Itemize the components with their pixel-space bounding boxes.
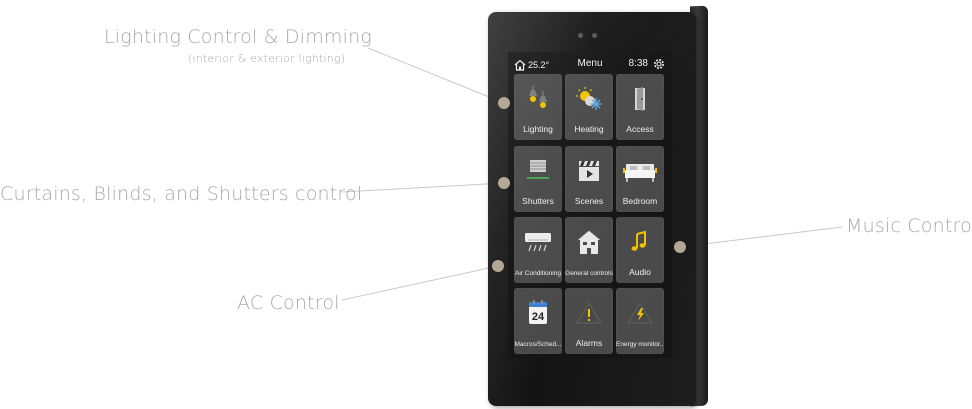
bed-icon: [623, 164, 657, 182]
annotation-dot-curtains: [498, 177, 510, 189]
label-lighting-sub: (interior & exterior lighting): [188, 52, 346, 65]
calendar-icon: 24: [529, 300, 547, 324]
tile-access[interactable]: Access: [616, 74, 664, 140]
tile-scenes[interactable]: Scenes: [565, 146, 613, 212]
tile-label: Bedroom: [622, 196, 658, 206]
house-icon: [576, 229, 602, 254]
label-lighting-control: Lighting Control & Dimming: [104, 26, 372, 48]
sun-snowflake-icon: [576, 87, 602, 110]
tile-heating[interactable]: Heating: [565, 74, 613, 140]
label-music-control: Music Control: [846, 215, 972, 237]
tile-label: General controls: [565, 270, 613, 277]
tile-label: Shutters: [522, 196, 554, 206]
tile-shutters[interactable]: Shutters: [514, 146, 562, 212]
screen-title: Menu: [577, 58, 603, 69]
tile-audio[interactable]: Audio: [616, 217, 664, 283]
temperature-readout: 25.2°: [528, 60, 550, 70]
tile-label: Air Conditioning: [515, 270, 561, 277]
status-bar: 25.2° Menu 8:38: [508, 52, 672, 78]
door-icon: [635, 87, 645, 111]
tile-label: Lighting: [523, 124, 553, 134]
tile-bedroom[interactable]: Bedroom: [616, 146, 664, 212]
tile-label: Energy monitor...: [616, 341, 664, 348]
annotation-dot-music: [674, 241, 686, 253]
tile-general-controls[interactable]: General controls: [565, 217, 613, 283]
annotation-dot-ac: [492, 260, 504, 272]
warning-icon: [575, 301, 603, 324]
connector-lighting: [367, 47, 505, 104]
music-note-icon: [631, 230, 646, 251]
tile-macros-schedules[interactable]: 24 Macros/Sched...: [514, 288, 562, 354]
calendar-day-number: 24: [532, 311, 545, 323]
annotation-dot-lighting: [498, 97, 510, 109]
home-icon[interactable]: [514, 59, 526, 71]
tile-air-conditioning[interactable]: Air Conditioning: [514, 217, 562, 283]
lightning-icon: [626, 301, 654, 324]
lightbulbs-icon: [529, 86, 547, 108]
tile-label: Access: [626, 124, 654, 134]
shutter-icon: [527, 160, 549, 179]
connector-ac: [341, 265, 499, 301]
label-curtains-control: Curtains, Blinds, and Shutters control: [0, 183, 363, 205]
tile-label: Scenes: [574, 196, 604, 206]
camera-dot-right: [592, 33, 597, 38]
tile-label: Audio: [629, 267, 651, 277]
device-screen: 25.2° Menu 8:38 Lighting: [508, 52, 672, 358]
label-ac-control: AC Control: [237, 292, 340, 314]
tile-alarms[interactable]: Alarms: [565, 288, 613, 354]
clock-readout: 8:38: [628, 58, 648, 69]
gear-icon[interactable]: [652, 57, 666, 71]
clapperboard-icon: [579, 161, 599, 181]
tile-lighting[interactable]: Lighting: [514, 74, 562, 140]
tile-energy-monitor[interactable]: Energy monitor...: [616, 288, 664, 354]
tile-label: Heating: [574, 124, 604, 134]
tile-label: Macros/Sched...: [514, 341, 562, 348]
connector-curtains: [341, 182, 505, 193]
tile-label: Alarms: [575, 338, 603, 348]
air-conditioner-icon: [525, 233, 551, 252]
camera-dot-left: [578, 33, 583, 38]
